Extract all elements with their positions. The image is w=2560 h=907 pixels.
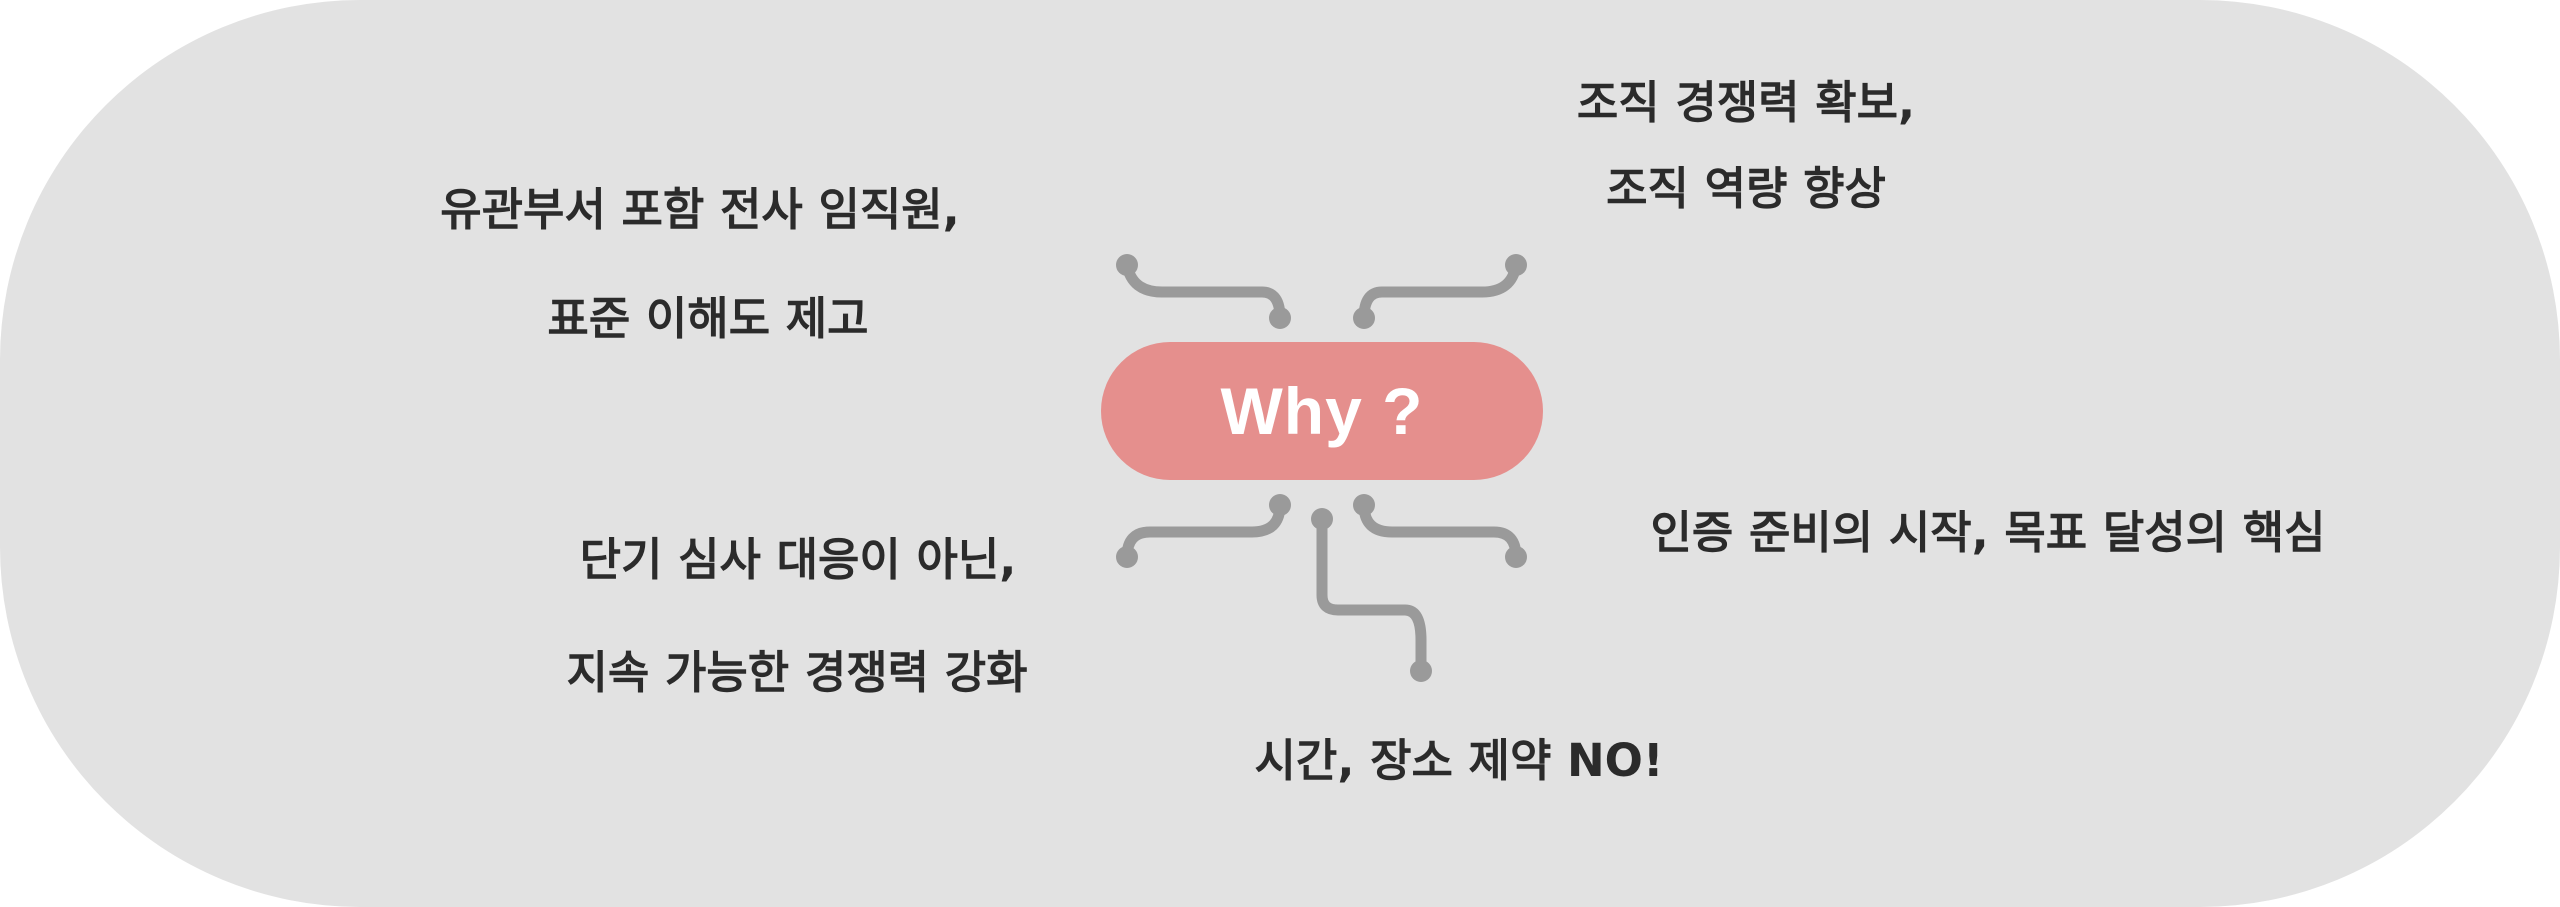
- reason-top-left-line1: 유관부서 포함 전사 임직원,: [440, 183, 960, 236]
- reason-top-left-line2: 표준 이해도 제고: [547, 292, 869, 345]
- reason-bottom-left-line1: 단기 심사 대응이 아닌,: [579, 533, 1017, 586]
- reason-bottom-line1: 시간, 장소 제약 NO!: [1254, 734, 1664, 787]
- reason-right-line1: 인증 준비의 시작, 목표 달성의 핵심: [1650, 506, 2326, 559]
- connector-top-left: [1116, 254, 1291, 329]
- why-center-node: Why ?: [1101, 342, 1543, 480]
- connector-top-right: [1353, 254, 1527, 329]
- reason-bottom-left-line2: 지속 가능한 경쟁력 강화: [566, 646, 1028, 699]
- connector-bottom-left: [1116, 494, 1291, 568]
- reason-top-right-line2: 조직 역량 향상: [1606, 162, 1886, 215]
- why-label: Why ?: [1220, 374, 1424, 448]
- connector-bottom-right: [1353, 494, 1527, 568]
- reason-top-right-line1: 조직 경쟁력 확보,: [1576, 76, 1916, 129]
- connector-bottom: [1311, 508, 1432, 682]
